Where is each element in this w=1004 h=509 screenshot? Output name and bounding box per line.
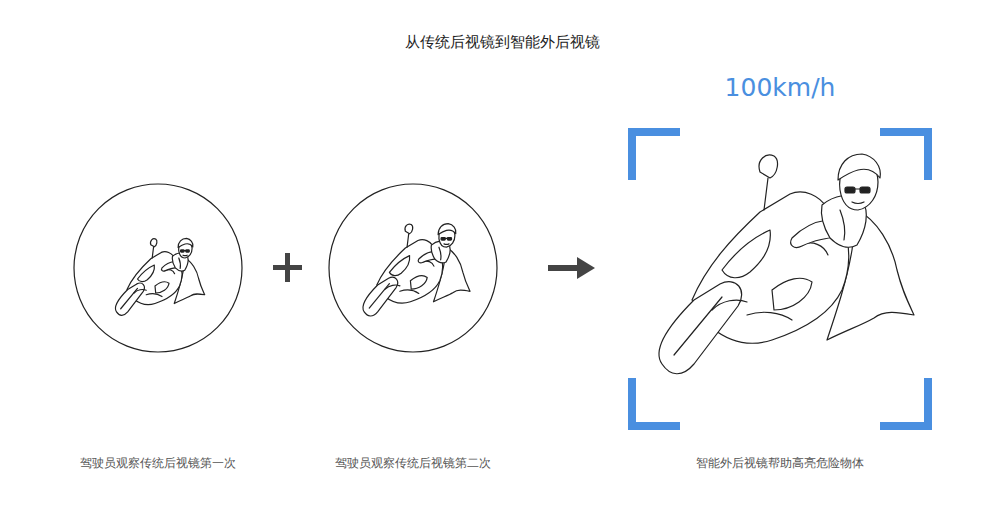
frame-corner (880, 378, 928, 426)
motorcycle-rider-medium (363, 224, 470, 316)
node-outline (628, 128, 932, 430)
flow-arrow (548, 265, 577, 271)
circle-outline (74, 184, 242, 352)
caption-text: 驾驶员观察传统后视镜第一次 (80, 455, 236, 472)
node-outline (328, 183, 498, 353)
mirror-circle: 驾驶员观察传统后视镜第一次 (73, 183, 243, 353)
circle-outline (329, 184, 497, 352)
smart-mirror-frame: 100km/h智能外后视镜帮助高亮危险物体 (628, 128, 932, 430)
frame-corner (880, 132, 928, 180)
diagram-title: 从传统后视镜到智能外后视镜 (0, 33, 1004, 52)
frame-corner (632, 132, 680, 180)
mirror-circle: 驾驶员观察传统后视镜第二次 (328, 183, 498, 353)
frame-corner (632, 378, 680, 426)
caption-text: 驾驶员观察传统后视镜第二次 (335, 455, 491, 472)
node-outline (73, 183, 243, 353)
motorcycle-rider-small (115, 238, 204, 315)
motorcycle-rider-large (659, 154, 914, 374)
speed-label: 100km/h (725, 73, 836, 102)
plus-sign (273, 253, 302, 282)
caption-text: 智能外后视镜帮助高亮危险物体 (696, 455, 864, 472)
